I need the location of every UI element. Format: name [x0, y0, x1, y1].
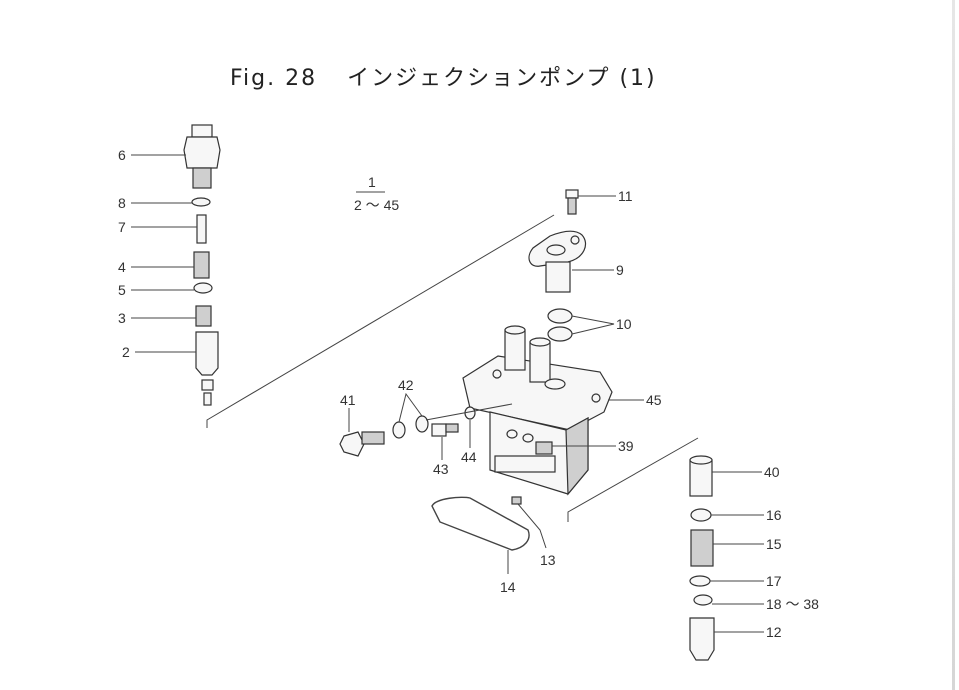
- leader-13: [517, 503, 547, 549]
- part-12-tappet-body: [689, 617, 715, 661]
- part-41-bolt-head: [339, 431, 365, 457]
- part-8-washer: [191, 197, 211, 207]
- part-18-shim: [693, 594, 713, 606]
- window-2: [522, 433, 534, 443]
- part-3-retainer: [195, 305, 212, 327]
- label-part-16: 16: [766, 507, 782, 523]
- label-part-42: 42: [398, 377, 414, 393]
- label-part-41: 41: [340, 392, 356, 408]
- label-part-9: 9: [616, 262, 624, 278]
- part-15-spring: [690, 529, 714, 567]
- part-39-plug: [535, 441, 553, 455]
- part-9-bore: [546, 244, 566, 256]
- label-part-8: 8: [118, 195, 126, 211]
- guide-line-left: [206, 214, 555, 428]
- label-part-6: 6: [118, 147, 126, 163]
- page-edge: [952, 0, 955, 690]
- part-2-nozzle-end: [203, 392, 212, 406]
- window-1: [506, 429, 518, 439]
- injection-pump-body: [462, 325, 613, 496]
- part-10-oring-b: [547, 326, 573, 342]
- plunger-stack: [689, 455, 715, 661]
- part-43-screw-head: [431, 423, 447, 437]
- part-14-wire-clip: [431, 496, 530, 551]
- label-part-44: 44: [461, 449, 477, 465]
- leader-42: [398, 392, 423, 423]
- figure-number: Fig. 28: [230, 66, 318, 91]
- port-3: [544, 378, 566, 390]
- part-42-washer-b: [415, 415, 429, 433]
- label-part-4: 4: [118, 259, 126, 275]
- part-6-hex: [183, 136, 221, 169]
- barrel-2-top: [529, 337, 551, 347]
- guide-line-right: [567, 437, 699, 522]
- part-6-cap: [191, 124, 213, 138]
- assembly-note-top: 1: [368, 174, 376, 190]
- label-part-13: 13: [540, 552, 556, 568]
- part-11-bolt-thread: [567, 197, 577, 215]
- label-part-17: 17: [766, 573, 782, 589]
- label-part-14: 14: [500, 579, 516, 595]
- mount-hole-2: [591, 393, 601, 403]
- part-2-nozzle-tip: [201, 379, 214, 391]
- part-17-retainer: [689, 575, 711, 587]
- label-part-45: 45: [646, 392, 662, 408]
- part-6-thread: [192, 167, 212, 189]
- label-part-11: 11: [618, 188, 633, 204]
- label-part-18: 18 ～ 38: [766, 596, 819, 612]
- fitting-axis: [425, 403, 513, 421]
- part-44-washer: [464, 406, 476, 420]
- figure-title: Fig. 28 インジェクションポンプ (1): [230, 60, 657, 92]
- label-part-15: 15: [766, 536, 782, 552]
- nozzle-holder-stack: [183, 124, 221, 406]
- part-5-seat: [193, 282, 213, 294]
- part-9-bolt-hole: [570, 235, 580, 245]
- assembly-note-bottom: 2 ～ 45: [354, 197, 399, 213]
- part-13-screw: [511, 496, 522, 505]
- cam-housing: [494, 455, 556, 473]
- figure-name: インジェクションポンプ (1): [347, 66, 657, 91]
- part-40-top: [689, 455, 713, 465]
- label-part-10: 10: [616, 316, 632, 332]
- part-41-bolt-thread: [361, 431, 385, 445]
- label-part-39: 39: [618, 438, 634, 454]
- label-part-7: 7: [118, 219, 126, 235]
- leader-10: [571, 315, 615, 335]
- delivery-valve-flange: [528, 189, 587, 342]
- part-10-oring-a: [547, 308, 573, 324]
- barrel-2: [529, 341, 551, 383]
- part-2-nozzle-body: [195, 331, 219, 376]
- part-40-tappet: [689, 459, 713, 497]
- part-42-washer-a: [392, 421, 406, 439]
- part-4-spring: [193, 251, 210, 279]
- part-45-housing-side: [565, 416, 589, 496]
- part-7-pin: [196, 214, 207, 244]
- barrel-1-top: [504, 325, 526, 335]
- barrel-1: [504, 329, 526, 371]
- part-11-bolt-head: [565, 189, 579, 199]
- mount-hole-1: [492, 369, 502, 379]
- label-part-5: 5: [118, 282, 126, 298]
- label-part-12: 12: [766, 624, 782, 640]
- part-16-seat: [690, 508, 712, 522]
- label-part-3: 3: [118, 310, 126, 326]
- label-part-43: 43: [433, 461, 449, 477]
- label-part-2: 2: [122, 344, 130, 360]
- label-part-40: 40: [764, 464, 780, 480]
- part-9-holder: [545, 261, 571, 293]
- part-43-screw-thread: [445, 423, 459, 433]
